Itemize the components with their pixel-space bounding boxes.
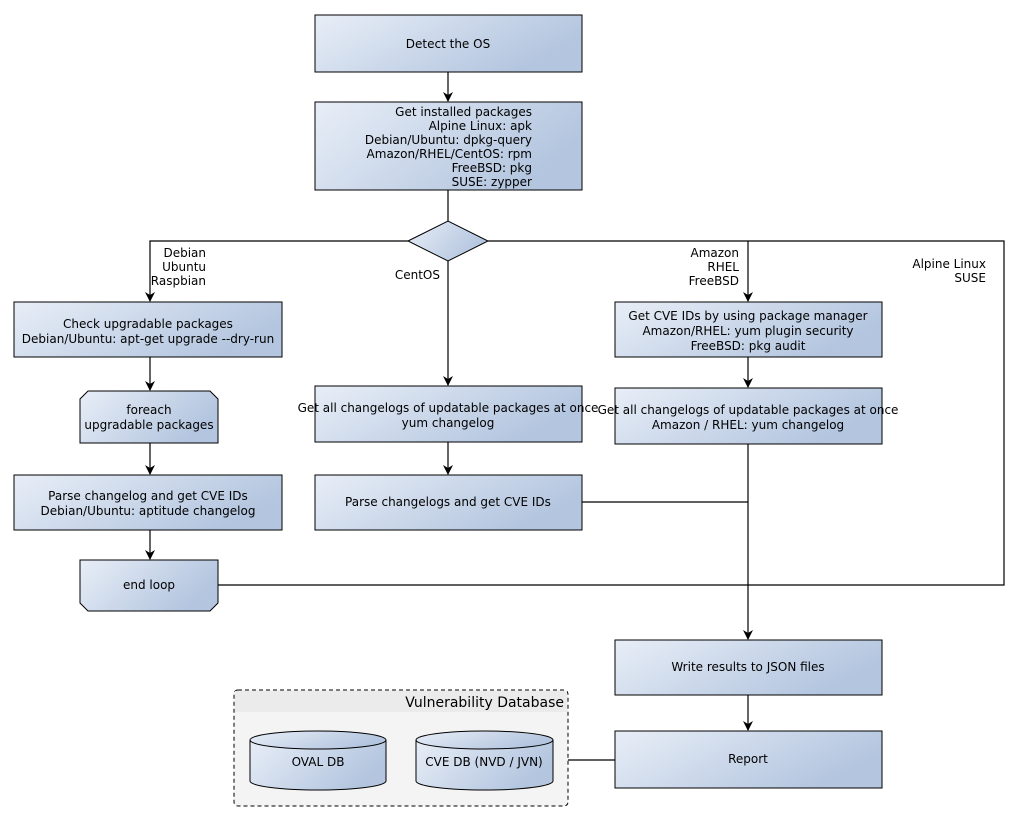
cylinder-oval-db: OVAL DB [249, 730, 387, 791]
cylinder-label: OVAL DB [292, 755, 345, 769]
node-label: Get installed packages [395, 105, 532, 119]
node-label: Get all changelogs of updatable packages… [598, 403, 899, 417]
edge-label-line: Debian [163, 246, 206, 260]
node-label: FreeBSD: pkg audit [691, 339, 806, 353]
node-label: Write results to JSON files [671, 660, 824, 674]
node-installed-packages: Get installed packages Alpine Linux: apk… [314, 101, 583, 191]
node-get-cve-package-manager: Get CVE IDs by using package manager Ama… [614, 301, 883, 358]
node-label: SUSE: zypper [452, 175, 532, 189]
node-label: Amazon / RHEL: yum changelog [652, 418, 844, 432]
connectors [145, 72, 1005, 761]
node-amazon-changelogs: Get all changelogs of updatable packages… [598, 387, 899, 445]
connector [218, 240, 1005, 586]
vulnerability-database-group: Vulnerability Database OVAL DB CVE DB (N… [233, 689, 569, 807]
edge-label-line: Ubuntu [162, 260, 206, 274]
node-label: Amazon/RHEL: yum plugin security [642, 324, 853, 338]
node-label: end loop [123, 578, 175, 592]
edge-label-line: SUSE [954, 271, 986, 285]
node-label: Amazon/RHEL/CentOS: rpm [367, 147, 532, 161]
node-check-upgradable: Check upgradable packages Debian/Ubuntu:… [13, 301, 283, 358]
node-label: Parse changelog and get CVE IDs [48, 489, 248, 503]
edge-label-line: Alpine Linux [912, 257, 986, 271]
edge-label-centos: CentOS [395, 268, 440, 282]
edge-label-debian: Debian Ubuntu Raspbian [151, 246, 206, 288]
node-label: Parse changelogs and get CVE IDs [345, 495, 551, 509]
edge-label-line: Amazon [691, 246, 740, 260]
node-end-loop: end loop [79, 559, 219, 612]
node-label: yum changelog [402, 416, 495, 430]
node-label: Check upgradable packages [63, 317, 233, 331]
node-label: Get all changelogs of updatable packages… [298, 401, 599, 415]
node-write-json: Write results to JSON files [614, 639, 883, 696]
node-label: Alpine Linux: apk [429, 119, 532, 133]
cylinder-cve-db: CVE DB (NVD / JVN) [415, 730, 554, 791]
edge-label-amazon: Amazon RHEL FreeBSD [689, 246, 740, 288]
edge-label-line: FreeBSD [689, 274, 739, 288]
node-centos-parse: Parse changelogs and get CVE IDs [314, 474, 583, 531]
node-detect-os: Detect the OS [314, 14, 583, 73]
node-label: Debian/Ubuntu: dpkg-query [365, 133, 532, 147]
node-report: Report [614, 730, 883, 789]
node-centos-changelogs: Get all changelogs of updatable packages… [298, 385, 599, 443]
node-label: Debian/Ubuntu: aptitude changelog [41, 504, 256, 518]
node-label: Detect the OS [406, 37, 490, 51]
arrow [145, 240, 408, 302]
decision-diamond [406, 220, 490, 262]
node-label: Report [728, 752, 768, 766]
node-label: Debian/Ubuntu: apt-get upgrade --dry-run [22, 332, 274, 346]
node-foreach-loop: foreach upgradable packages [79, 390, 219, 444]
edge-label-line: RHEL [707, 260, 739, 274]
edge-label-alpine: Alpine Linux SUSE [912, 257, 986, 285]
node-label: foreach [126, 403, 171, 417]
cylinder-label: CVE DB (NVD / JVN) [425, 755, 542, 769]
edge-label-line: Raspbian [151, 274, 206, 288]
node-label: Get CVE IDs by using package manager [628, 309, 867, 323]
node-parse-debian: Parse changelog and get CVE IDs Debian/U… [13, 474, 283, 531]
node-label: upgradable packages [84, 418, 213, 432]
group-title: Vulnerability Database [405, 695, 564, 711]
node-label: FreeBSD: pkg [452, 161, 532, 175]
